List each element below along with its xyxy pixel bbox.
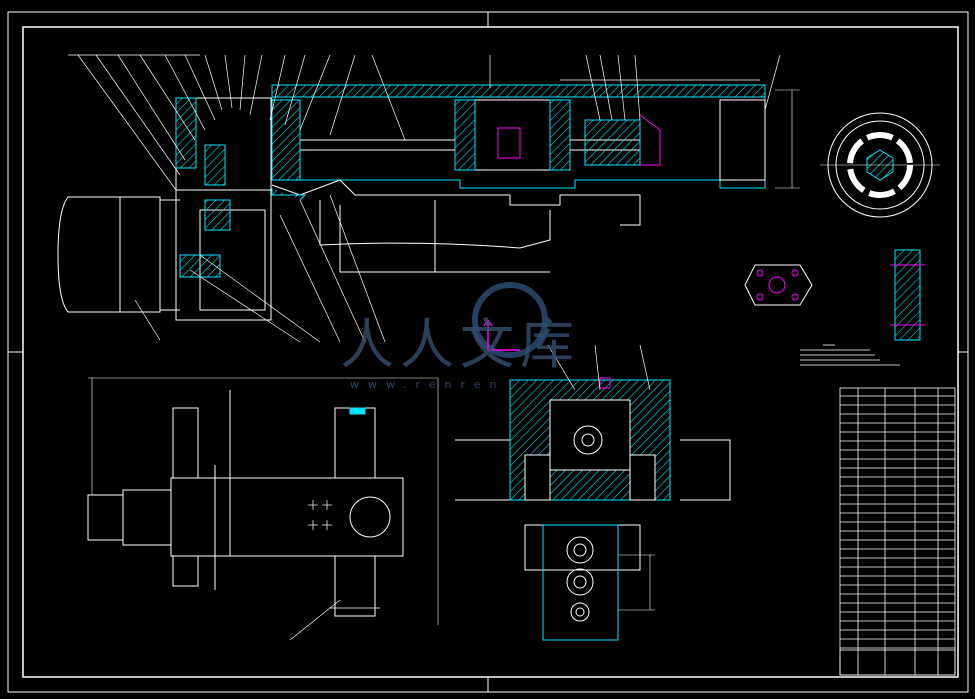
section-view-circle [820,112,940,218]
logo-arrow-icon [472,282,548,358]
main-assembly-view [57,54,800,343]
section-view-c [524,524,655,641]
section-view-b [455,344,731,501]
side-detail-view [890,249,925,341]
top-view [87,377,439,641]
flange-view [744,264,813,306]
sheet-frame [7,11,969,693]
technical-notes [800,344,900,366]
parts-list-table [839,387,956,676]
